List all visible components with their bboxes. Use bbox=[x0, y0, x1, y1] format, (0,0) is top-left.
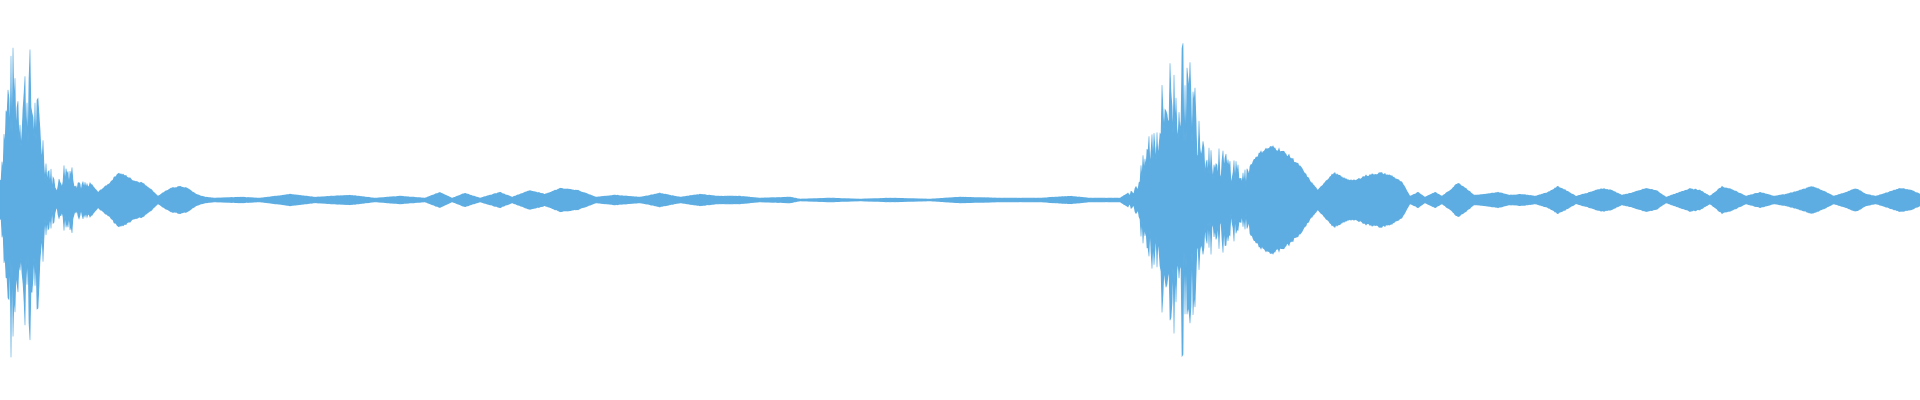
waveform-shape bbox=[0, 43, 1920, 358]
